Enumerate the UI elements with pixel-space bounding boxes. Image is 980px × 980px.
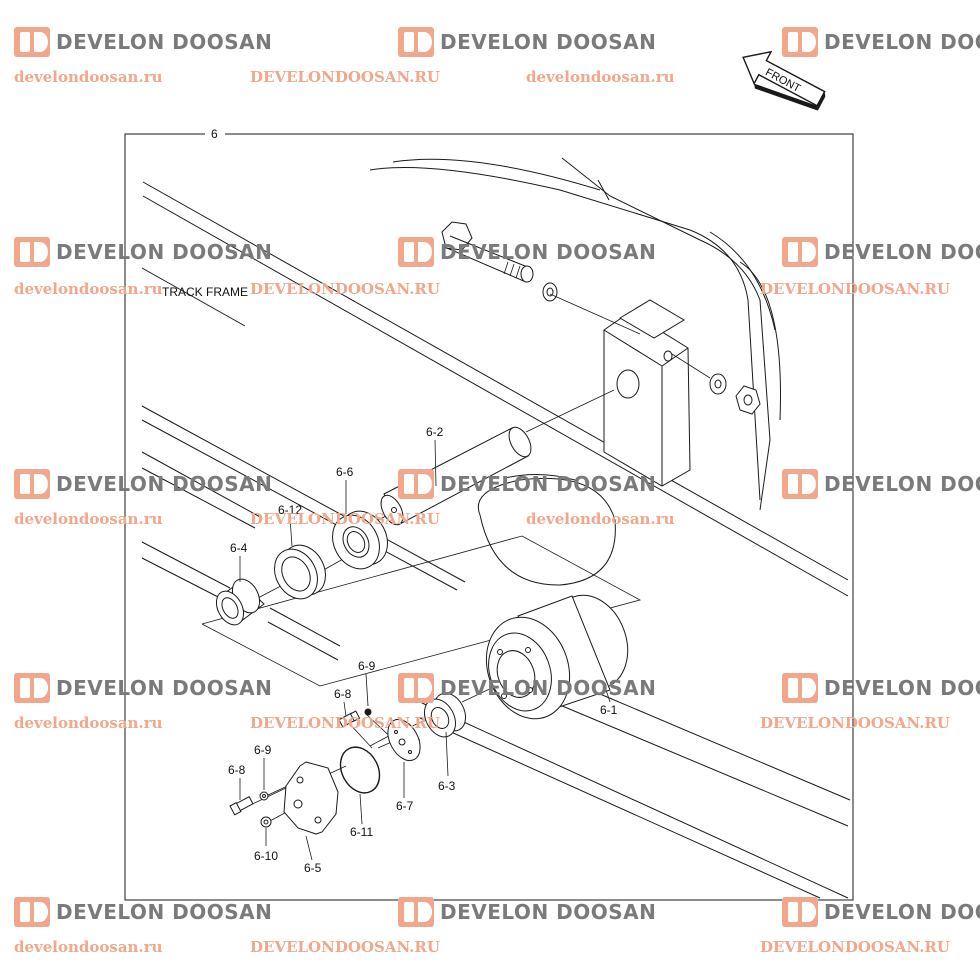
watermark-brand-text: DEVELON DOOSAN	[56, 240, 272, 264]
leader-lines	[239, 439, 611, 861]
watermark-brand-text: DEVELON DOOSAN	[824, 30, 980, 54]
label-6-3: 6-3	[438, 779, 456, 793]
seal-6-12	[274, 544, 326, 600]
label-6-9-upper: 6-9	[358, 659, 376, 673]
watermark-brand: DEVELON DOOSAN	[14, 469, 272, 499]
drawing-frame	[124, 133, 854, 901]
shaft-6-2	[380, 426, 532, 526]
watermark-brand: DEVELON DOOSAN	[14, 673, 272, 703]
roller-6-1	[485, 594, 629, 720]
watermark-logo-icon	[14, 27, 50, 57]
label-6-12: 6-12	[278, 503, 302, 517]
watermark-brand-text: DEVELON DOOSAN	[56, 676, 272, 700]
watermark-logo-icon	[782, 27, 818, 57]
watermark-brand-text: DEVELON DOOSAN	[824, 676, 980, 700]
watermark-logo-icon	[398, 673, 434, 703]
bushing-6-4	[215, 578, 265, 626]
washer-6-9-lower	[259, 791, 269, 801]
label-6-7: 6-7	[396, 799, 414, 813]
label-6-1: 6-1	[600, 703, 618, 717]
watermark-logo-icon	[398, 897, 434, 927]
watermark-brand-text: DEVELON DOOSAN	[440, 472, 656, 496]
watermark-site-text: DEVELONDOOSAN.RU	[250, 938, 440, 956]
part-labels: TRACK FRAME 6-2 6-6 6-12 6-4 6-9 6-8 6-1…	[162, 285, 618, 875]
mounting-bolt	[441, 221, 761, 415]
watermark-brand-text: DEVELON DOOSAN	[56, 472, 272, 496]
watermark-logo-icon	[398, 469, 434, 499]
plate-6-7	[387, 718, 421, 762]
watermark-logo-icon	[14, 469, 50, 499]
watermark-brand: DEVELON DOOSAN	[782, 897, 980, 927]
watermark-site-text: DEVELONDOOSAN.RU	[760, 938, 950, 956]
watermark-brand-text: DEVELON DOOSAN	[440, 240, 656, 264]
watermark-brand: DEVELON DOOSAN	[398, 673, 656, 703]
bolt-6-8-lower	[229, 796, 254, 816]
watermark-brand-text: DEVELON DOOSAN	[824, 900, 980, 924]
watermark-brand-text: DEVELON DOOSAN	[824, 240, 980, 264]
watermark-site-text: DEVELONDOOSAN.RU	[760, 714, 950, 732]
watermark-brand: DEVELON DOOSAN	[14, 897, 272, 927]
watermark-site-text: develondoosan.ru	[526, 68, 675, 86]
watermark-brand: DEVELON DOOSAN	[398, 27, 656, 57]
watermark-brand: DEVELON DOOSAN	[782, 469, 980, 499]
watermark-site-text: develondoosan.ru	[14, 68, 163, 86]
watermark-brand-text: DEVELON DOOSAN	[56, 900, 272, 924]
frame-bracket	[603, 299, 691, 487]
bearing-6-6	[332, 510, 388, 570]
watermark-brand: DEVELON DOOSAN	[782, 673, 980, 703]
label-6-5: 6-5	[304, 861, 322, 875]
watermark-site-text: DEVELONDOOSAN.RU	[250, 280, 440, 298]
watermark-brand: DEVELON DOOSAN	[14, 237, 272, 267]
watermark-logo-icon	[14, 237, 50, 267]
watermark-site-text: DEVELONDOOSAN.RU	[250, 68, 440, 86]
watermark-site-text: develondoosan.ru	[14, 714, 163, 732]
label-6-9-lower: 6-9	[254, 743, 272, 757]
watermark-brand: DEVELON DOOSAN	[14, 27, 272, 57]
watermark-site-text: develondoosan.ru	[14, 510, 163, 528]
collar-6-3	[423, 692, 467, 738]
label-6-11: 6-11	[350, 825, 373, 839]
watermark-logo-icon	[14, 897, 50, 927]
label-6-8-lower: 6-8	[228, 763, 246, 777]
label-6-6: 6-6	[336, 465, 354, 479]
label-6-4: 6-4	[230, 541, 248, 555]
nut-6-10	[260, 816, 272, 828]
label-6-8-upper: 6-8	[334, 687, 352, 701]
watermark-brand-text: DEVELON DOOSAN	[56, 30, 272, 54]
watermark-site-text: develondoosan.ru	[14, 280, 163, 298]
assembly-label: 6	[211, 127, 218, 141]
watermark-site-text: develondoosan.ru	[14, 938, 163, 956]
watermark-brand-text: DEVELON DOOSAN	[440, 30, 656, 54]
washer-6-9-upper	[364, 708, 372, 716]
watermark-brand-text: DEVELON DOOSAN	[440, 900, 656, 924]
watermark-site-text: DEVELONDOOSAN.RU	[250, 510, 440, 528]
watermark-brand: DEVELON DOOSAN	[398, 237, 656, 267]
cover-6-5	[283, 761, 339, 835]
watermark-brand-text: DEVELON DOOSAN	[440, 676, 656, 700]
watermark-brand: DEVELON DOOSAN	[782, 237, 980, 267]
watermark-logo-icon	[398, 27, 434, 57]
watermark-brand-text: DEVELON DOOSAN	[824, 472, 980, 496]
bolt-6-8-upper	[338, 710, 361, 728]
watermark-brand: DEVELON DOOSAN	[782, 27, 980, 57]
watermark-site-text: develondoosan.ru	[526, 510, 675, 528]
label-6-10: 6-10	[254, 849, 278, 863]
watermark-logo-icon	[782, 673, 818, 703]
watermark-logo-icon	[782, 897, 818, 927]
watermark-brand: DEVELON DOOSAN	[398, 469, 656, 499]
o-ring-6-11	[339, 746, 381, 794]
watermark-logo-icon	[782, 469, 818, 499]
watermark-site-text: DEVELONDOOSAN.RU	[250, 714, 440, 732]
watermark-brand: DEVELON DOOSAN	[398, 897, 656, 927]
watermark-logo-icon	[782, 237, 818, 267]
watermark-logo-icon	[14, 673, 50, 703]
frame-label: TRACK FRAME	[162, 285, 248, 299]
watermark-site-text: DEVELONDOOSAN.RU	[760, 280, 950, 298]
track-frame-body	[141, 157, 851, 899]
label-6-2: 6-2	[426, 425, 444, 439]
watermark-logo-icon	[398, 237, 434, 267]
